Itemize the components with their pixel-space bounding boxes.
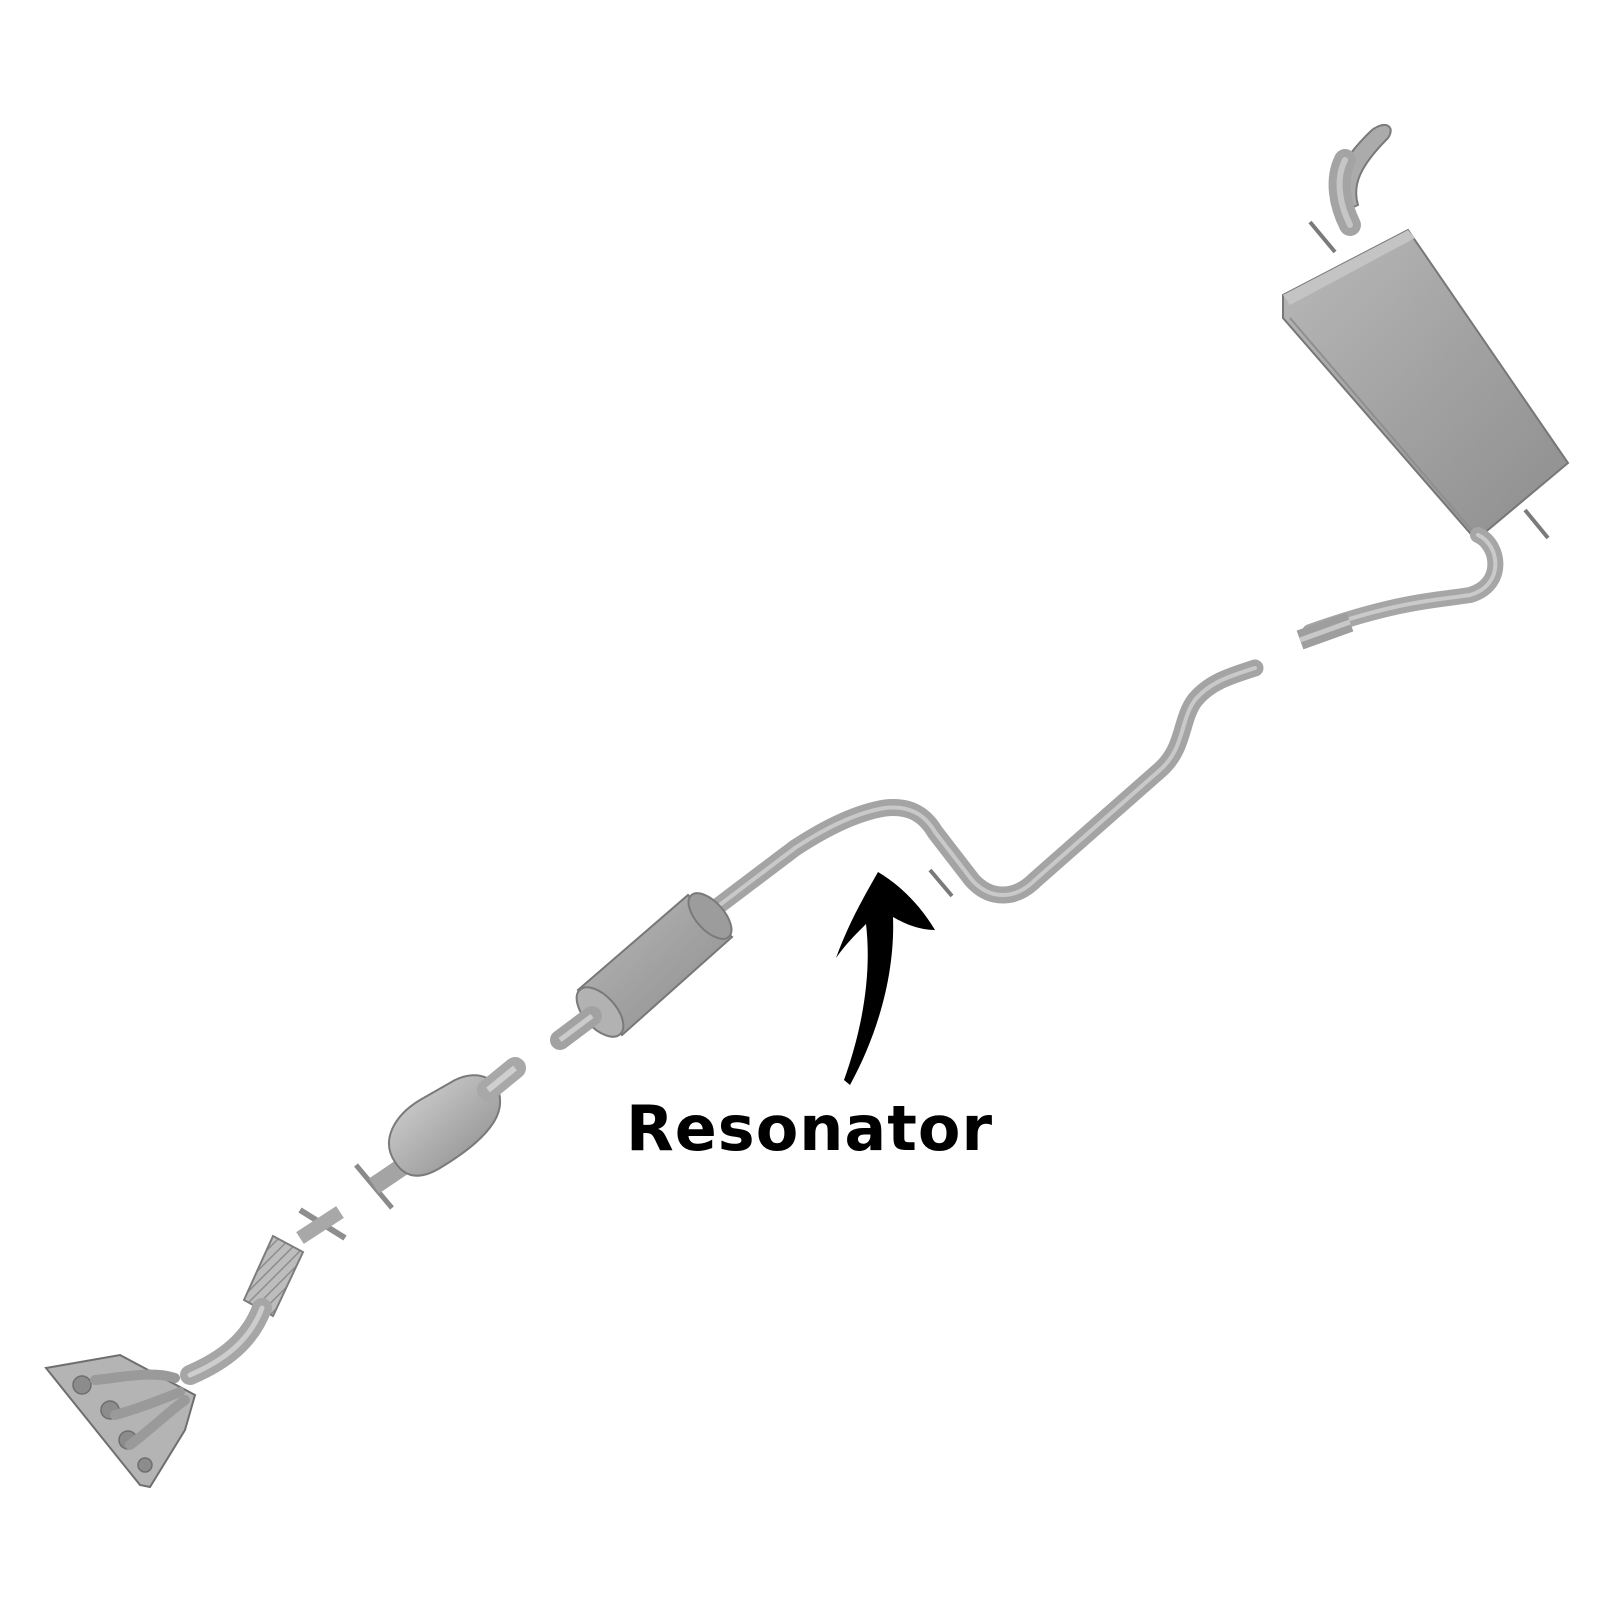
resonator-callout [836, 872, 935, 1085]
rear-muffler-assembly [1282, 123, 1570, 650]
intermediate-pipe [696, 659, 1264, 925]
intermediate-pipe-assembly [550, 659, 1264, 1050]
curved-arrow-icon [836, 872, 935, 1085]
exhaust-manifold-assembly [44, 1206, 347, 1489]
resonator-label: Resonator [626, 1092, 994, 1165]
resonator [550, 892, 734, 1050]
catalytic-converter [354, 1057, 526, 1210]
rear-muffler [1282, 228, 1570, 542]
